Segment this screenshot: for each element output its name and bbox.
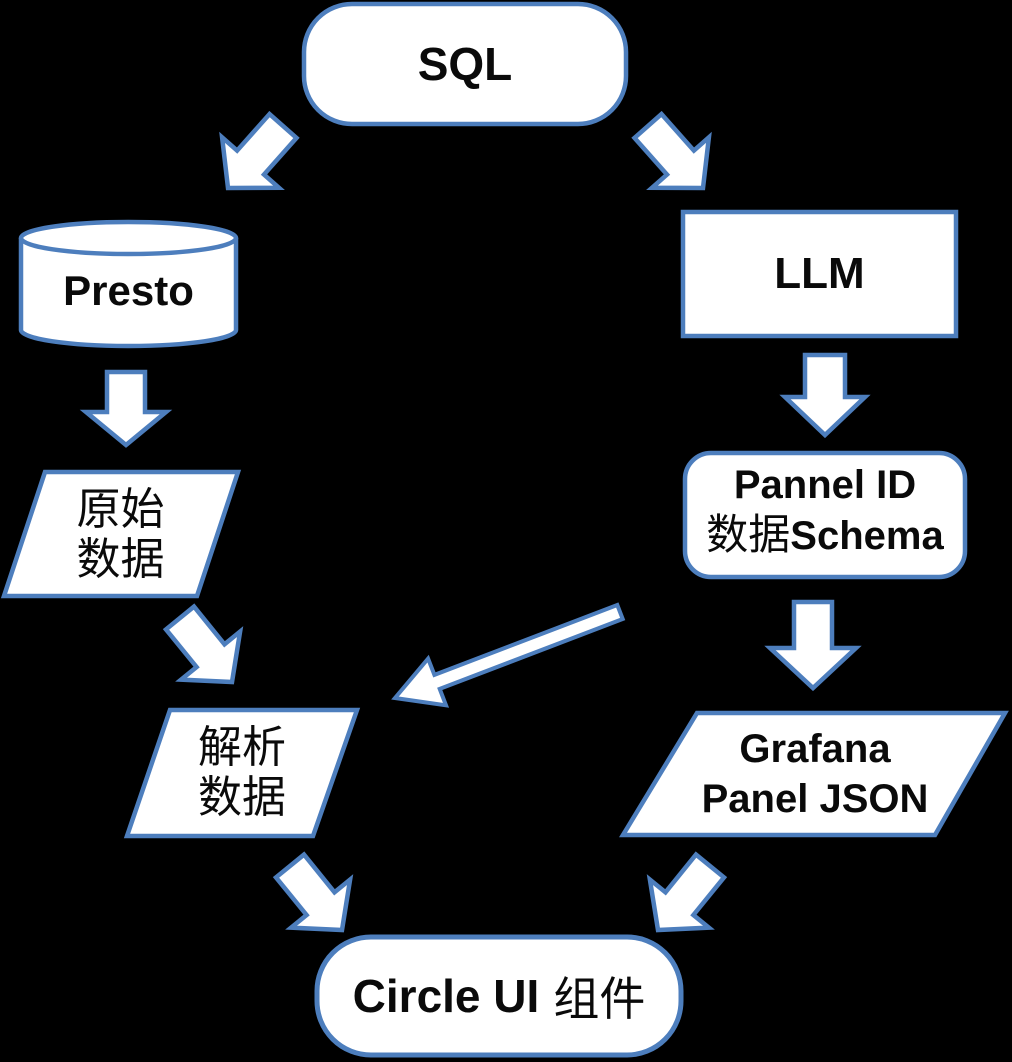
arrow-sql-to-presto: [219, 110, 300, 191]
arrow-llm-to-panel-id-schema: [779, 352, 871, 439]
arrow-sql-to-llm: [631, 110, 712, 191]
node-panel-id-schema-shape: [682, 450, 968, 580]
arrow-presto-to-raw-data: [79, 369, 173, 448]
arrow-parsed-data-to-circle-ui: [272, 851, 354, 933]
node-sql-shape: [301, 1, 629, 127]
arrow-grafana-to-circle-ui: [646, 851, 728, 933]
node-parsed-data-shape: [123, 707, 361, 839]
arrow-panel-id-schema-to-parsed-data: [391, 602, 626, 708]
arrow-panel-id-schema-to-grafana: [764, 599, 862, 692]
node-presto-shape: [18, 219, 239, 349]
cylinder-body: [18, 219, 239, 349]
node-grafana-panel-json-shape: [619, 710, 1009, 838]
node-llm-shape: [680, 209, 959, 339]
node-circle-ui-shape: [314, 934, 684, 1058]
arrow-raw-data-to-parsed-data: [162, 603, 244, 685]
cylinder-rim: [18, 237, 239, 257]
node-raw-data-shape: [0, 469, 242, 599]
